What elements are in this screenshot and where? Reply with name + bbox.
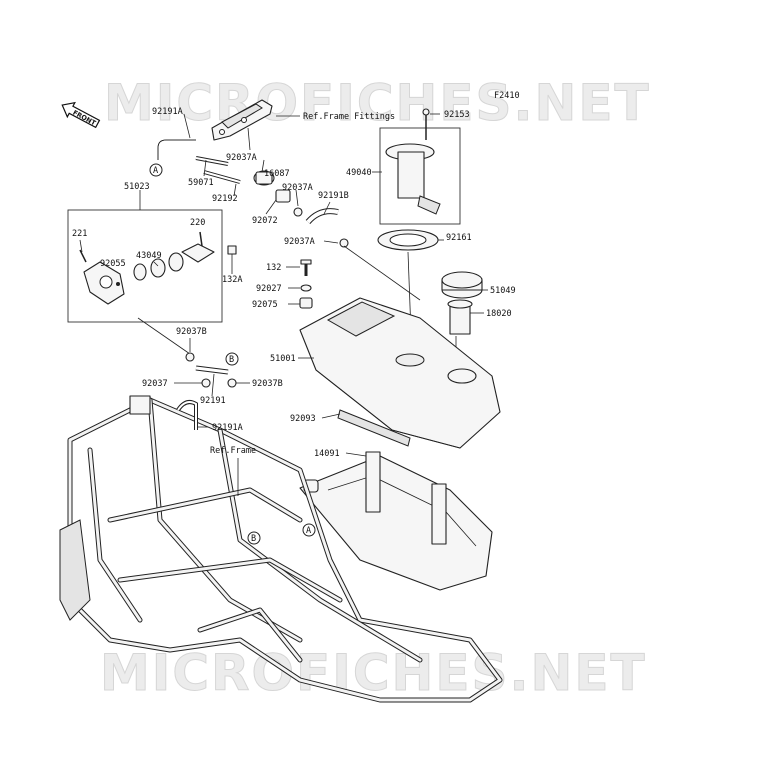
pad-92093 bbox=[337, 409, 411, 447]
figure-id: F2410 bbox=[494, 91, 520, 101]
hose-92191 bbox=[195, 365, 229, 375]
label-92093: 92093 bbox=[290, 414, 316, 424]
label-ref-frame-fittings: Ref.Frame Fittings bbox=[303, 112, 395, 122]
label-92037: 92037 bbox=[142, 379, 168, 389]
label-14091: 14091 bbox=[314, 449, 340, 459]
ref-b-top: B bbox=[225, 352, 239, 366]
label-59071: 59071 bbox=[188, 178, 214, 188]
ref-b-frame: B bbox=[247, 531, 261, 545]
leader-hose bbox=[343, 245, 421, 301]
part-labels: 92191A 92037A Ref.Frame Fittings 92153 5… bbox=[72, 107, 516, 496]
label-92037b-upper: 92037B bbox=[176, 327, 207, 337]
ref-a-top: A bbox=[149, 163, 163, 177]
svg-text:A: A bbox=[153, 166, 158, 176]
hose-92192 bbox=[203, 170, 241, 184]
label-220: 220 bbox=[190, 218, 205, 228]
svg-text:B: B bbox=[251, 534, 256, 544]
clamp-92037a-mid bbox=[293, 207, 303, 217]
ref-a-frame: A bbox=[302, 523, 316, 537]
label-132a: 132A bbox=[222, 275, 242, 285]
label-92037b-lower: 92037B bbox=[252, 379, 283, 389]
part-92072 bbox=[275, 189, 291, 203]
vehicle-frame bbox=[59, 395, 503, 703]
pump-module-box bbox=[379, 127, 461, 225]
clamp-92037 bbox=[201, 378, 211, 388]
label-92191a-lower: 92191A bbox=[212, 423, 243, 433]
label-16087: 16087 bbox=[264, 169, 290, 179]
label-132: 132 bbox=[266, 263, 281, 273]
screw-132a bbox=[227, 245, 237, 255]
hose-92191a-lower bbox=[176, 400, 198, 430]
label-92037a-low: 92037A bbox=[284, 237, 315, 247]
gasket-92161 bbox=[377, 229, 439, 251]
fuel-tank-51001 bbox=[299, 297, 501, 449]
label-51001: 51001 bbox=[270, 354, 296, 364]
label-92191a: 92191A bbox=[152, 107, 183, 117]
label-43049: 43049 bbox=[136, 251, 162, 261]
watermark-bottom: MICROFICHES.NET bbox=[100, 644, 647, 702]
tank-tray-14091 bbox=[299, 451, 493, 591]
watermark-top: MICROFICHES.NET bbox=[104, 74, 651, 132]
svg-text:B: B bbox=[229, 355, 234, 365]
washer-92027 bbox=[300, 284, 312, 292]
grommet-92075 bbox=[299, 297, 313, 309]
label-18020: 18020 bbox=[486, 309, 512, 319]
label-221: 221 bbox=[72, 229, 87, 239]
filler-strainer-18020 bbox=[447, 299, 473, 335]
frame-fitting-bracket bbox=[211, 99, 273, 141]
label-92072: 92072 bbox=[252, 216, 278, 226]
label-49040: 49040 bbox=[346, 168, 372, 178]
fuel-cap-51049 bbox=[441, 271, 483, 299]
front-label: FRONT bbox=[71, 109, 97, 128]
label-92192: 92192 bbox=[212, 194, 238, 204]
front-arrow-icon: FRONT bbox=[61, 101, 101, 129]
label-92027: 92027 bbox=[256, 284, 282, 294]
label-ref-frame: Ref.Frame bbox=[210, 446, 256, 456]
label-92191b: 92191B bbox=[318, 191, 349, 201]
hose-92191b bbox=[305, 208, 339, 225]
fuel-pump-assembly bbox=[79, 231, 215, 305]
label-92037a-top: 92037A bbox=[226, 153, 257, 163]
hose-59071 bbox=[195, 156, 229, 166]
hose-92191a bbox=[157, 139, 196, 160]
label-92037a-mid: 92037A bbox=[282, 183, 313, 193]
label-92055: 92055 bbox=[100, 259, 126, 269]
fuel-pump-module-49040 bbox=[385, 108, 441, 215]
part-16087 bbox=[253, 170, 275, 186]
clamp-92037a-low bbox=[339, 238, 349, 248]
label-51023: 51023 bbox=[124, 182, 150, 192]
clamp-92037b-lower bbox=[227, 378, 237, 388]
clamp-92037b-upper bbox=[185, 352, 195, 362]
bolt-132 bbox=[300, 259, 312, 276]
pump-assembly-box bbox=[67, 209, 223, 323]
label-92191: 92191 bbox=[200, 396, 226, 406]
label-92075: 92075 bbox=[252, 300, 278, 310]
label-51049: 51049 bbox=[490, 286, 516, 296]
label-92161: 92161 bbox=[446, 233, 472, 243]
leader-pump bbox=[137, 317, 191, 355]
label-92153: 92153 bbox=[444, 110, 470, 120]
svg-text:A: A bbox=[306, 526, 311, 536]
